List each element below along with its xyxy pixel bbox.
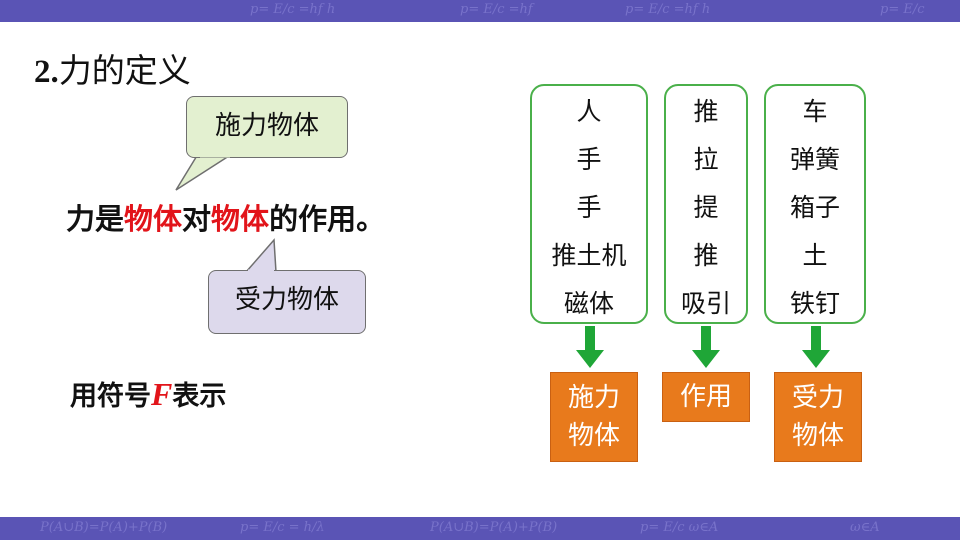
- symbol-prefix: 用符号: [70, 381, 151, 412]
- list-item: 箱子: [789, 193, 840, 222]
- column-applying-objects: 人 手 手 推土机 磁体: [530, 84, 648, 324]
- list-item: 铁钉: [789, 289, 840, 318]
- decor-formula: p= E/c: [880, 2, 925, 17]
- decor-formula: p= E/c ω∈A: [640, 520, 719, 535]
- callout-receiving-object: 受力物体: [208, 270, 366, 334]
- box-line: 作用: [679, 382, 732, 412]
- decor-formula: p= E/c =hf h: [250, 2, 336, 17]
- box-line: 物体: [567, 421, 620, 451]
- list-item: 吸引: [680, 289, 731, 318]
- list-item: 提: [693, 193, 719, 222]
- decor-formula: ω∈A: [850, 520, 880, 535]
- decor-formula: P(A∪B)=P(A)+P(B): [430, 520, 558, 535]
- list-item: 弹簧: [789, 145, 840, 174]
- list-item: 手: [576, 145, 602, 174]
- list-item: 推: [693, 97, 719, 126]
- box-line: 施力: [567, 383, 620, 413]
- symbol-statement: 用符号F表示: [70, 374, 226, 413]
- list-item: 手: [576, 193, 602, 222]
- title-number: 2.: [34, 54, 59, 90]
- def-part-2: 对: [182, 202, 212, 236]
- def-part-3: 的作用。: [269, 202, 386, 236]
- list-item: 车: [802, 97, 828, 126]
- callout-top-label: 施力物体: [214, 111, 319, 141]
- callout-applying-object: 施力物体: [186, 96, 348, 158]
- force-definition: 力是物体对物体的作用。: [66, 196, 385, 238]
- title-text: 力的定义: [58, 51, 191, 90]
- page-title: 2.力的定义: [34, 44, 191, 92]
- symbol-suffix: 表示: [172, 381, 227, 412]
- column-receiving-objects: 车 弹簧 箱子 土 铁钉: [764, 84, 866, 324]
- down-arrow-icon: [692, 326, 720, 370]
- force-symbol: F: [151, 376, 173, 412]
- decor-formula: P(A∪B)=P(A)+P(B): [40, 520, 168, 535]
- box-applying-object: 施力 物体: [550, 372, 638, 462]
- list-item: 磁体: [563, 289, 614, 318]
- def-object-2: 物体: [211, 202, 270, 236]
- list-item: 推土机: [551, 241, 627, 270]
- box-line: 受力: [791, 383, 844, 413]
- box-line: 物体: [791, 421, 844, 451]
- column-actions: 推 拉 提 推 吸引: [664, 84, 748, 324]
- decor-formula: p= E/c =hf: [460, 2, 533, 17]
- down-arrow-icon: [576, 326, 604, 370]
- box-action: 作用: [662, 372, 750, 422]
- decor-formula: p= E/c =hf h: [625, 2, 711, 17]
- down-arrow-icon: [802, 326, 830, 370]
- list-item: 土: [802, 241, 828, 270]
- list-item: 拉: [693, 145, 719, 174]
- list-item: 人: [576, 97, 602, 126]
- box-receiving-object: 受力 物体: [774, 372, 862, 462]
- callout-bottom-label: 受力物体: [234, 285, 339, 315]
- top-band: p= E/c =hf h p= E/c =hf p= E/c =hf h p= …: [0, 0, 960, 22]
- list-item: 推: [693, 241, 719, 270]
- decor-formula: p= E/c = h/λ: [240, 520, 325, 535]
- bottom-band: P(A∪B)=P(A)+P(B) p= E/c = h/λ P(A∪B)=P(A…: [0, 517, 960, 540]
- def-object-1: 物体: [124, 202, 183, 236]
- def-part-1: 力是: [66, 202, 125, 236]
